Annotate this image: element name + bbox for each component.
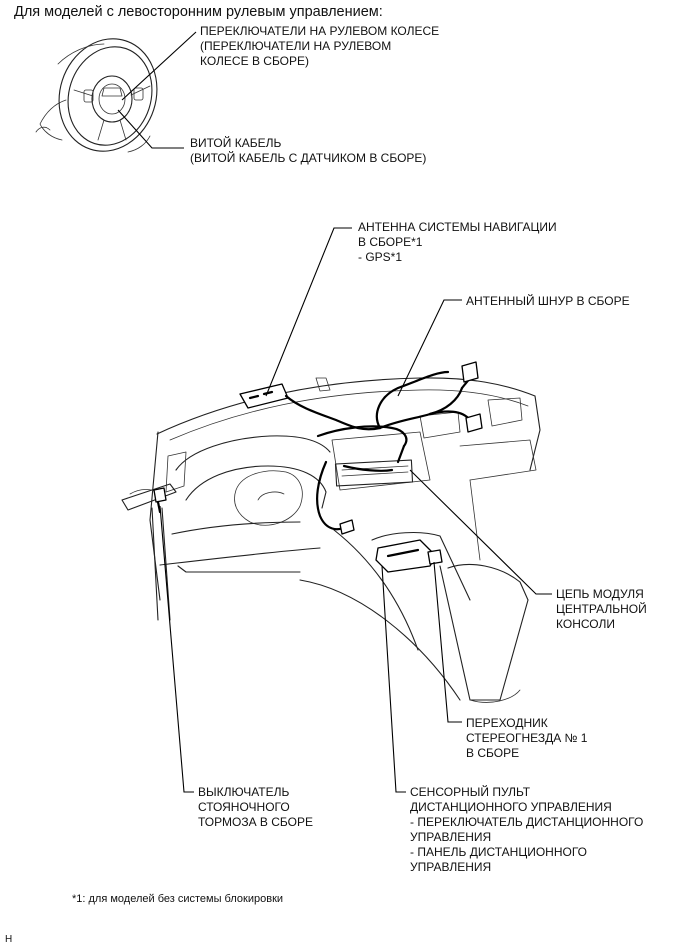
wire-harness-parts <box>153 361 483 573</box>
label-steering-wheel-switches: ПЕРЕКЛЮЧАТЕЛИ НА РУЛЕВОМ КОЛЕСЕ (ПЕРЕКЛЮ… <box>200 24 440 68</box>
label-console-module: ЦЕПЬ МОДУЛЯ ЦЕНТРАЛЬНОЙ КОНСОЛИ <box>556 587 647 631</box>
gps-antenna-part <box>239 383 289 409</box>
touch-remote-part <box>375 539 437 573</box>
corner-code: H <box>5 934 13 945</box>
steering-wheel-inset <box>35 38 158 153</box>
label-touch-remote-controller: СЕНСОРНЫЙ ПУЛЬТ ДИСТАНЦИОННОГО УПРАВЛЕНИ… <box>410 785 644 874</box>
stereo-jack-part <box>427 549 443 565</box>
diagram-heading: Для моделей с левосторонним рулевым упра… <box>14 4 383 20</box>
label-parking-brake-switch: ВЫКЛЮЧАТЕЛЬ СТОЯНОЧНОГО ТОРМОЗА В СБОРЕ <box>198 785 313 829</box>
label-spiral-cable: ВИТОЙ КАБЕЛЬ (ВИТОЙ КАБЕЛЬ С ДАТЧИКОМ В … <box>190 136 427 165</box>
label-stereo-jack-adapter: ПЕРЕХОДНИК СТЕРЕОГНЕЗДА № 1 В СБОРЕ <box>466 716 588 760</box>
label-navigation-antenna: АНТЕННА СИСТЕМЫ НАВИГАЦИИ В СБОРЕ*1 - GP… <box>358 220 557 264</box>
leader-lines <box>117 31 552 793</box>
antenna-cord-end <box>461 361 479 383</box>
footnote: *1: для моделей без системы блокировки <box>72 893 284 905</box>
parking-brake-part <box>153 487 167 503</box>
label-antenna-cord: АНТЕННЫЙ ШНУР В СБОРЕ <box>466 294 630 308</box>
